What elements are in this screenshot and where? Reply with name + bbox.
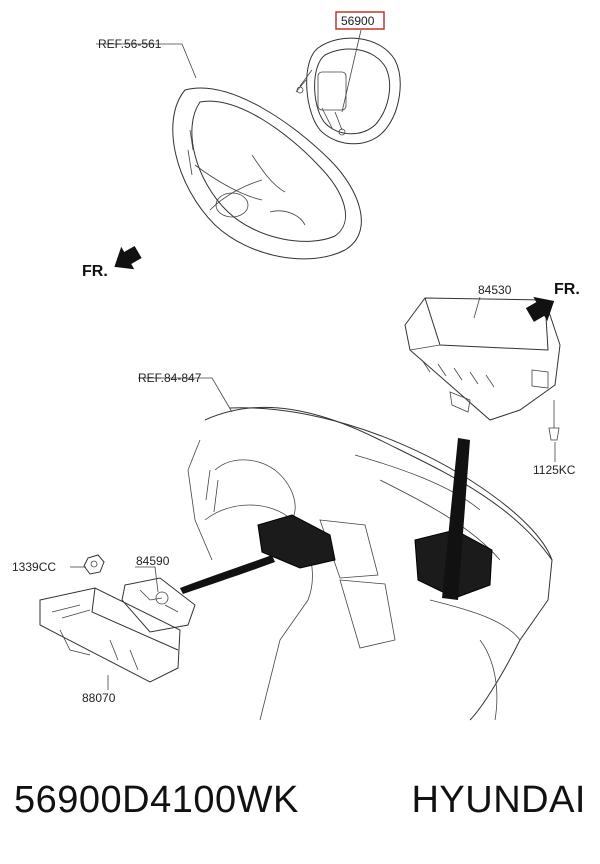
ref-steering-label: REF.56-561 (98, 37, 162, 51)
caption-part-number: 56900D4100WK (14, 778, 299, 821)
leader-lines (70, 29, 556, 690)
caption-brand: HYUNDAI (411, 778, 586, 821)
front-arrow-right-icon (525, 296, 555, 322)
dashboard-drawing (187, 406, 553, 721)
nut-drawing (83, 554, 105, 575)
part-56900-label: 56900 (341, 14, 375, 28)
caption-bar: 56900D4100WK HYUNDAI (0, 770, 600, 830)
pointer-passenger-airbag (442, 438, 470, 600)
driver-airbag-module-drawing (295, 37, 401, 145)
part-1125kc-label: 1125KC (533, 463, 576, 477)
front-arrow-left-icon (114, 245, 142, 270)
part-1339cc-label: 1339CC (12, 560, 56, 574)
bracket-drawing (121, 577, 196, 633)
fr-left-label: FR. (82, 263, 108, 280)
fr-right-label: FR. (554, 281, 580, 298)
part-88070-label: 88070 (82, 691, 116, 705)
ref-dash-label: REF.84-847 (138, 371, 202, 385)
steering-wheel-drawing (172, 87, 362, 260)
passenger-airbag-module-drawing (404, 297, 561, 441)
pointer-control-unit (180, 555, 275, 594)
highlight-box-56900 (335, 11, 385, 30)
part-84590-label: 84590 (136, 554, 170, 568)
airbag-control-unit-drawing (39, 587, 181, 683)
part-84530-label: 84530 (478, 283, 512, 297)
parts-diagram: REF.56-561 56900 FR. 84530 FR. REF.84-84… (12, 11, 580, 721)
